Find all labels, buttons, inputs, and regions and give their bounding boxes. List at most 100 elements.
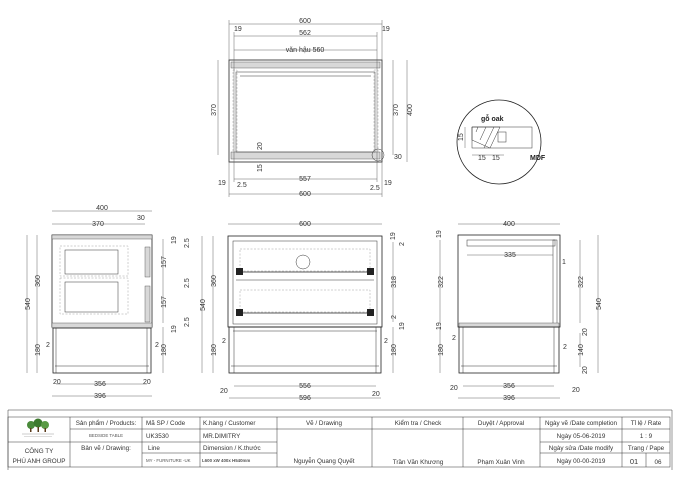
dim-label: 540 bbox=[25, 298, 32, 310]
page-label: Trang / Pape bbox=[628, 445, 665, 452]
dim-label: 2 bbox=[384, 338, 388, 345]
dim-label: 30 bbox=[394, 154, 402, 161]
products-value: BEDSIDE TABLE bbox=[89, 433, 123, 438]
dim-label: 562 bbox=[299, 30, 311, 37]
check-label: Kiểm tra / Check bbox=[395, 419, 442, 427]
page-total: 06 bbox=[654, 459, 662, 466]
company-name: CÔNG TY bbox=[25, 446, 54, 455]
dim-label: 19 bbox=[171, 236, 178, 244]
dim-label: 400 bbox=[96, 205, 108, 212]
dim-label: 356 bbox=[94, 381, 106, 388]
dim-label: 2.5 bbox=[370, 185, 380, 192]
dim-label: 20 bbox=[450, 385, 458, 392]
dim-label: 15 bbox=[478, 155, 486, 162]
code-value: UK3530 bbox=[146, 433, 169, 440]
dim-label: 20 bbox=[220, 388, 228, 395]
dim-label: 19 bbox=[171, 325, 178, 333]
dim-label: 2.5 bbox=[184, 278, 191, 288]
dim-label: 15 bbox=[492, 155, 500, 162]
dim-label: 322 bbox=[578, 276, 585, 288]
date-modify-value: Ngày 00-00-2019 bbox=[557, 458, 606, 465]
dim-label: 596 bbox=[299, 395, 311, 402]
customer-label: K.hàng / Customer bbox=[203, 420, 256, 427]
dim-label: 19 bbox=[234, 26, 242, 33]
dim-label: 360 bbox=[211, 275, 218, 287]
dim-label: 2.5 bbox=[184, 238, 191, 248]
rate-value: 1 : 9 bbox=[640, 433, 653, 440]
company-logo bbox=[22, 418, 54, 437]
drawn-value: Nguyễn Quang Quyết bbox=[294, 456, 355, 465]
dim-label: 2 bbox=[222, 338, 226, 345]
line-label: Line bbox=[148, 445, 160, 452]
dim-label: 19 bbox=[390, 232, 397, 240]
dim-label: 2 bbox=[46, 342, 50, 349]
dim-label: 20 bbox=[582, 328, 589, 336]
approval-value: Phạm Xuân Vinh bbox=[477, 459, 525, 466]
dim-label: 2.5 bbox=[237, 182, 247, 189]
dim-label: 15 bbox=[257, 164, 264, 172]
dim-label: 396 bbox=[94, 393, 106, 400]
front-view: 600 540 360 180 318 180 19 2 2 19 2 2 20… bbox=[200, 221, 406, 402]
dim-label: 20 bbox=[582, 366, 589, 374]
dim-label: 20 bbox=[572, 387, 580, 394]
dim-label: 600 bbox=[299, 191, 311, 198]
rate-label: Tỉ lệ / Rate bbox=[631, 419, 662, 427]
approval-label: Duyệt / Approval bbox=[478, 420, 524, 427]
dim-label: 2.5 bbox=[184, 317, 191, 327]
dim-label: 556 bbox=[299, 383, 311, 390]
code-label: Mã SP / Code bbox=[146, 420, 186, 427]
dimension-label: Dimension / K.thước bbox=[203, 445, 261, 452]
dim-label: 2 bbox=[452, 335, 456, 342]
dim-label: 400 bbox=[503, 221, 515, 228]
dim-label: 180 bbox=[438, 344, 445, 356]
date-modify-label: Ngày sửa /Date modify bbox=[549, 444, 614, 452]
dim-label: 540 bbox=[200, 299, 207, 311]
dim-label: 360 bbox=[35, 275, 42, 287]
dim-label: 140 bbox=[578, 344, 585, 356]
dimension-value: L600 xW 400x H540mm bbox=[202, 458, 250, 463]
dim-label: 19 bbox=[382, 26, 390, 33]
dim-label: 20 bbox=[143, 379, 151, 386]
dim-label: 30 bbox=[137, 215, 145, 222]
dim-label: 180 bbox=[161, 344, 168, 356]
dim-label: 19 bbox=[399, 322, 406, 330]
date-completion-label: Ngày vẽ /Date completion bbox=[545, 420, 618, 427]
line-value: MY - FURNITURE -UK bbox=[146, 458, 191, 463]
dim-label: 2 bbox=[563, 344, 567, 351]
page-number: 01 bbox=[630, 457, 638, 466]
dim-label: văn hậu 560 bbox=[286, 47, 325, 54]
dim-label: 180 bbox=[391, 344, 398, 356]
side-view: 400 370 30 540 360 180 157 157 180 19 2.… bbox=[25, 205, 191, 400]
dim-label: 15 bbox=[458, 133, 465, 141]
dim-label: 180 bbox=[35, 344, 42, 356]
dim-label: 400 bbox=[407, 104, 414, 116]
drawing-label: Bản vẽ / Drawing: bbox=[81, 445, 131, 452]
dim-label: 370 bbox=[393, 104, 400, 116]
dim-label: 20 bbox=[53, 379, 61, 386]
dim-label: 19 bbox=[436, 322, 443, 330]
dim-label: 157 bbox=[161, 256, 168, 268]
drawn-label: Vẽ / Drawing bbox=[306, 420, 343, 427]
dim-label: 540 bbox=[596, 298, 603, 310]
material-label: gỗ oak bbox=[481, 114, 504, 123]
dim-label: 370 bbox=[92, 221, 104, 228]
check-value: Trần Văn Khương bbox=[393, 457, 444, 466]
dim-label: 318 bbox=[391, 276, 398, 288]
back-view: 400 19 335 322 322 540 19 180 140 20 20 … bbox=[436, 221, 603, 402]
dim-label: 557 bbox=[299, 176, 311, 183]
dim-label: 2 bbox=[391, 315, 398, 319]
dim-label: 335 bbox=[504, 252, 516, 259]
dim-label: 2 bbox=[399, 242, 406, 246]
dim-label: 356 bbox=[503, 383, 515, 390]
top-view: 600 19 562 19 văn hậu 560 370 370 400 20… bbox=[211, 18, 414, 198]
dim-label: 157 bbox=[161, 296, 168, 308]
title-block: CÔNG TY PHÚ ANH GROUP Sản phẩm / Product… bbox=[7, 409, 673, 470]
dim-label: 370 bbox=[211, 104, 218, 116]
company-name: PHÚ ANH GROUP bbox=[13, 456, 66, 465]
date-completion-value: Ngày 05-06-2019 bbox=[557, 433, 606, 440]
dim-label: 396 bbox=[503, 395, 515, 402]
dim-label: 600 bbox=[299, 18, 311, 25]
dim-label: 20 bbox=[257, 142, 264, 150]
dim-label: 600 bbox=[299, 221, 311, 228]
